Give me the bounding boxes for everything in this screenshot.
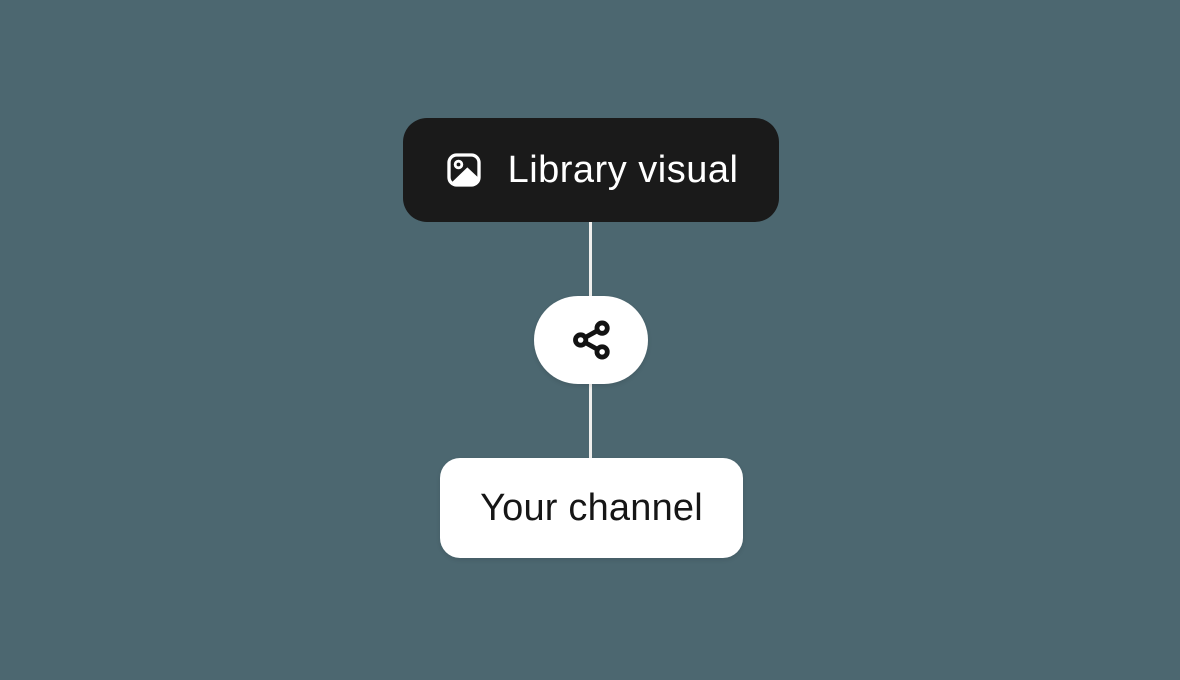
- image-icon: [444, 150, 484, 190]
- share-icon: [568, 317, 614, 363]
- share-node[interactable]: [534, 296, 648, 384]
- library-visual-label: Library visual: [507, 148, 739, 191]
- your-channel-node[interactable]: Your channel: [440, 458, 743, 558]
- your-channel-label: Your channel: [480, 486, 703, 529]
- library-visual-node[interactable]: Library visual: [403, 118, 779, 222]
